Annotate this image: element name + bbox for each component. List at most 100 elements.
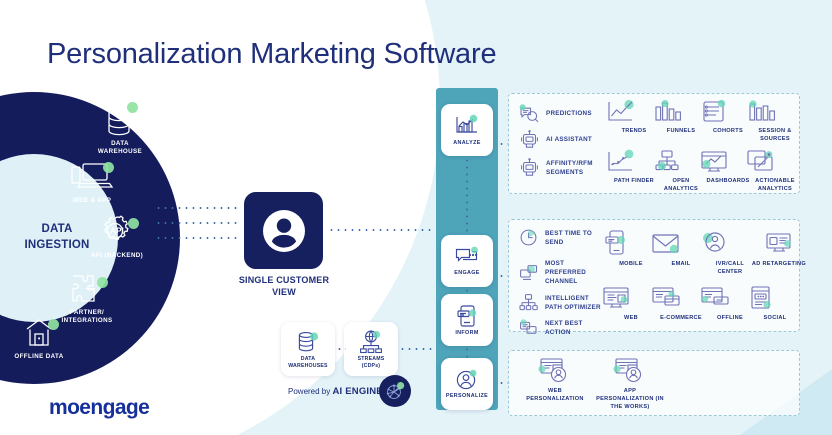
tile-label: SOCIAL xyxy=(763,315,787,321)
accent-dot xyxy=(103,162,114,173)
engage-tile-mobile[interactable]: MOBILE xyxy=(600,229,662,269)
mobile-icon xyxy=(605,230,625,255)
ingestion-source-offline-data[interactable]: OFFLINE DATA xyxy=(2,316,76,361)
feature-label: PREDICTIONS xyxy=(546,110,592,118)
connector-cards xyxy=(336,348,346,350)
connector-analyze-engage xyxy=(466,157,468,235)
connector-stage-personalize-panel xyxy=(498,382,510,384)
tile-label: DASHBOARDS xyxy=(706,178,750,184)
analyze-tile-session-sources[interactable]: SESSION &SOURCES xyxy=(744,98,806,144)
analyze-tile-path-finder[interactable]: PATH FINDER xyxy=(603,148,665,186)
database-icon xyxy=(83,103,157,137)
stage-personalize[interactable]: PERSONALIZE xyxy=(441,358,493,410)
accent-dot xyxy=(127,102,138,113)
connector-engage-inform xyxy=(466,287,468,295)
stage-label: ENGAGE xyxy=(454,270,480,276)
analyze-tile-funnels[interactable]: FUNNELS xyxy=(650,98,712,136)
tile-label: EMAIL xyxy=(671,261,691,267)
output-card-label: STREAMS(CDPs) xyxy=(357,355,385,369)
connector-ingestion-scv-1 xyxy=(155,207,237,209)
prediction-search-icon xyxy=(519,104,540,124)
engage-tile-ad-retargeting[interactable]: AD RETARGETING xyxy=(742,229,816,269)
engage-tile-offline[interactable]: OFFLINE xyxy=(699,285,761,323)
analyze-panel xyxy=(508,93,800,194)
connector-scv-stages xyxy=(328,229,434,231)
laptop-mobile-icon xyxy=(55,160,129,194)
analyze-feature-ai-assistant[interactable]: AI ASSISTANT xyxy=(519,130,615,150)
source-label: PARTNER/INTEGRATIONS xyxy=(61,309,113,325)
ai-engine-badge xyxy=(379,375,411,407)
user-circle-icon xyxy=(455,369,479,391)
stage-engage[interactable]: ENGAGE xyxy=(441,235,493,287)
bar-chart-trend-icon xyxy=(454,114,480,138)
dashboard-screen-icon xyxy=(701,151,727,172)
stage-label: INFORM xyxy=(455,330,479,336)
mobile-push-icon xyxy=(455,304,479,328)
tile-label: MOBILE xyxy=(619,261,643,267)
engage-tile-web[interactable]: WEB xyxy=(600,285,662,323)
engage-tile-email[interactable]: EMAIL xyxy=(650,229,712,269)
analyze-tile-trends[interactable]: TRENDS xyxy=(603,98,665,136)
tile-label: SESSION &SOURCES xyxy=(758,128,792,142)
connector-stage-analyze-panel xyxy=(498,143,510,145)
tile-label: AD RETARGETING xyxy=(751,261,807,267)
api-gear-icon: API xyxy=(80,215,154,249)
channel-preference-icon xyxy=(519,263,539,283)
engage-tile-ecommerce[interactable]: E-COMMERCE xyxy=(650,285,712,323)
source-label: API (BACKEND) xyxy=(90,252,144,259)
database-icon xyxy=(297,330,319,354)
engage-tile-social[interactable]: SOCIAL xyxy=(744,285,806,323)
ring-center-label: DATA INGESTION xyxy=(0,222,90,253)
connector-ingestion-scv-3 xyxy=(155,237,237,239)
chat-bubbles-icon xyxy=(454,246,480,268)
tile-label: E-COMMERCE xyxy=(660,315,702,321)
output-card-streams-cdp[interactable]: STREAMS(CDPs) xyxy=(344,322,398,376)
ingestion-source-api-backend[interactable]: API API (BACKEND) xyxy=(80,215,154,260)
ecommerce-icon xyxy=(652,287,680,306)
offline-icon xyxy=(701,287,729,305)
tile-label: FUNNELS xyxy=(666,128,696,134)
tile-label: PATH FINDER xyxy=(613,178,655,184)
engage-inform-panel xyxy=(508,219,800,332)
call-center-icon xyxy=(703,232,725,252)
stage-analyze[interactable]: ANALYZE xyxy=(441,104,493,156)
robot-icon xyxy=(519,130,540,150)
tile-label: WEB xyxy=(624,315,638,321)
analyze-tile-cohorts[interactable]: COHORTS xyxy=(697,98,759,136)
user-avatar-icon xyxy=(259,206,309,256)
ingestion-source-partner-integrations[interactable]: PARTNER/INTEGRATIONS xyxy=(50,272,124,325)
single-customer-view-card[interactable] xyxy=(244,192,323,269)
social-icon xyxy=(751,286,771,309)
accent-dot xyxy=(97,277,108,288)
analyze-feature-predictions[interactable]: PREDICTIONS xyxy=(519,104,615,124)
app-personalization-icon xyxy=(613,358,642,383)
tile-label: COHORTS xyxy=(712,128,744,134)
puzzle-icon xyxy=(50,272,124,306)
ring-center-line2: INGESTION xyxy=(24,239,90,251)
personalize-panel xyxy=(508,350,800,416)
connector-inform-personalize xyxy=(466,346,468,359)
analyze-tile-dashboards[interactable]: DASHBOARDS xyxy=(697,148,759,186)
ingestion-source-web-app[interactable]: WEB & APP xyxy=(55,160,129,205)
funnel-bars-icon xyxy=(655,99,681,121)
stage-inform[interactable]: INFORM xyxy=(441,294,493,346)
